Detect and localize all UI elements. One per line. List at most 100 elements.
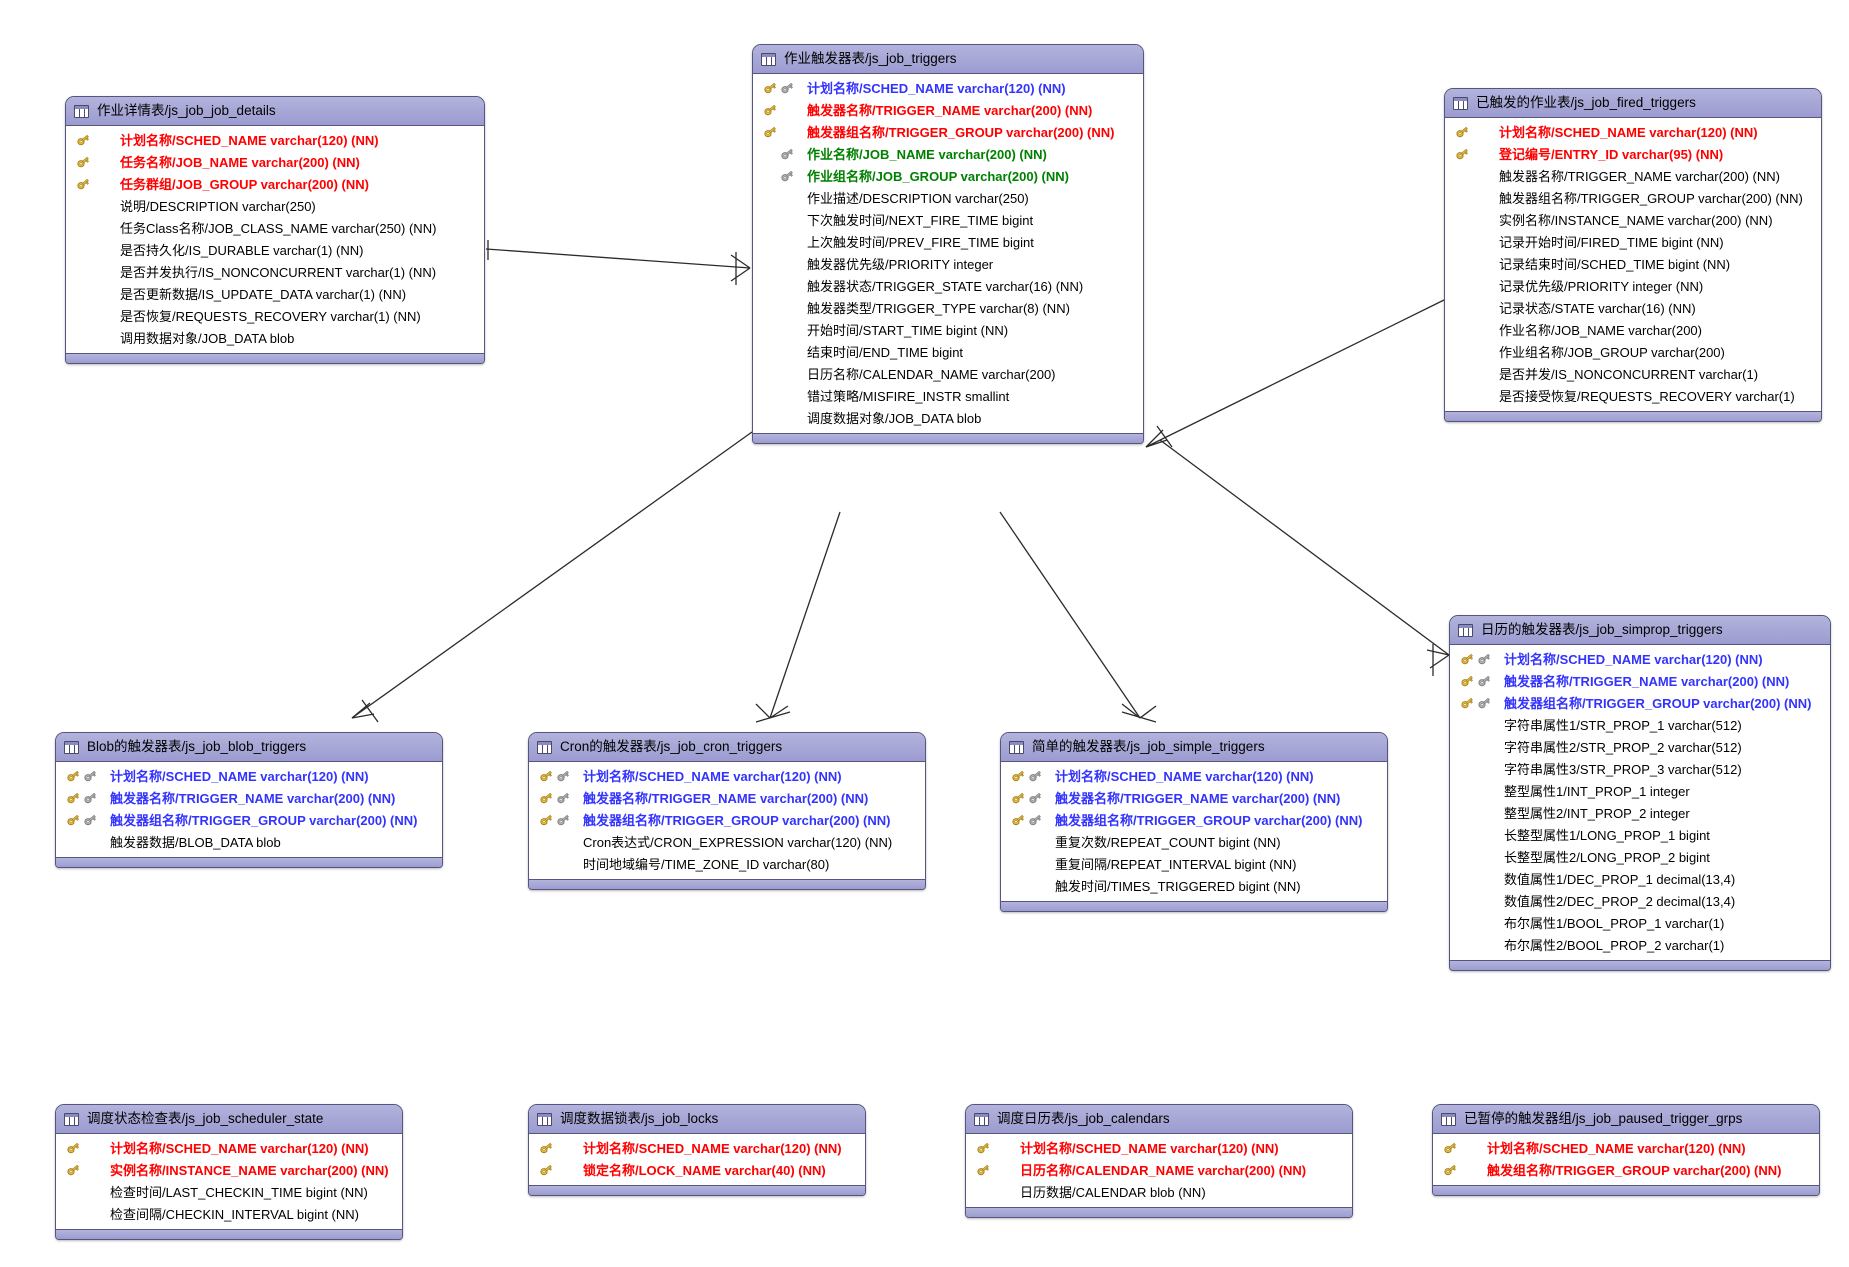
field-row[interactable]: 作业组名称/JOB_GROUP varchar(200) [1445,341,1821,363]
field-row[interactable]: 登记编号/ENTRY_ID varchar(95) (NN) [1445,143,1821,165]
field-row[interactable]: 触发器名称/TRIGGER_NAME varchar(200) (NN) [1445,165,1821,187]
field-row[interactable]: 实例名称/INSTANCE_NAME varchar(200) (NN) [1445,209,1821,231]
field-row[interactable]: 计划名称/SCHED_NAME varchar(120) (NN) [1450,648,1830,670]
field-row[interactable]: 记录开始时间/FIRED_TIME bigint (NN) [1445,231,1821,253]
entity-js_job_triggers[interactable]: 作业触发器表/js_job_triggers 计划名称/SCHED_NAME va… [752,44,1144,444]
field-row[interactable]: 检查间隔/CHECKIN_INTERVAL bigint (NN) [56,1203,402,1225]
field-row[interactable]: 计划名称/SCHED_NAME varchar(120) (NN) [966,1137,1352,1159]
field-row[interactable]: 作业名称/JOB_NAME varchar(200) [1445,319,1821,341]
field-row[interactable]: 检查时间/LAST_CHECKIN_TIME bigint (NN) [56,1181,402,1203]
entity-js_job_cron_triggers[interactable]: Cron的触发器表/js_job_cron_triggers 计划名称/SCHED… [528,732,926,890]
field-row[interactable]: 触发时间/TIMES_TRIGGERED bigint (NN) [1001,875,1387,897]
field-row[interactable]: 重复次数/REPEAT_COUNT bigint (NN) [1001,831,1387,853]
field-row[interactable]: 记录结束时间/SCHED_TIME bigint (NN) [1445,253,1821,275]
field-row[interactable]: 任务名称/JOB_NAME varchar(200) (NN) [66,151,484,173]
field-row[interactable]: 时间地域编号/TIME_ZONE_ID varchar(80) [529,853,925,875]
field-row[interactable]: 错过策略/MISFIRE_INSTR smallint [753,385,1143,407]
entity-header-js_job_calendars[interactable]: 调度日历表/js_job_calendars [966,1105,1352,1134]
field-row[interactable]: 整型属性1/INT_PROP_1 integer [1450,780,1830,802]
field-row[interactable]: 是否接受恢复/REQUESTS_RECOVERY varchar(1) [1445,385,1821,407]
entity-js_job_simprop_triggers[interactable]: 日历的触发器表/js_job_simprop_triggers 计划名称/SCHE… [1449,615,1831,971]
field-row[interactable]: 触发器优先级/PRIORITY integer [753,253,1143,275]
field-row[interactable]: 触发器组名称/TRIGGER_GROUP varchar(200) (NN) [56,809,442,831]
entity-header-js_job_blob_triggers[interactable]: Blob的触发器表/js_job_blob_triggers [56,733,442,762]
entity-js_job_calendars[interactable]: 调度日历表/js_job_calendars 计划名称/SCHED_NAME va… [965,1104,1353,1218]
field-row[interactable]: 下次触发时间/NEXT_FIRE_TIME bigint [753,209,1143,231]
entity-header-js_job_scheduler_state[interactable]: 调度状态检查表/js_job_scheduler_state [56,1105,402,1134]
field-row[interactable]: 计划名称/SCHED_NAME varchar(120) (NN) [56,765,442,787]
field-row[interactable]: 整型属性2/INT_PROP_2 integer [1450,802,1830,824]
entity-js_job_scheduler_state[interactable]: 调度状态检查表/js_job_scheduler_state 计划名称/SCHED… [55,1104,403,1240]
entity-js_job_fired_triggers[interactable]: 已触发的作业表/js_job_fired_triggers 计划名称/SCHED_… [1444,88,1822,422]
field-row[interactable]: 日历数据/CALENDAR blob (NN) [966,1181,1352,1203]
field-row[interactable]: 字符串属性2/STR_PROP_2 varchar(512) [1450,736,1830,758]
field-row[interactable]: 任务群组/JOB_GROUP varchar(200) (NN) [66,173,484,195]
field-row[interactable]: 布尔属性1/BOOL_PROP_1 varchar(1) [1450,912,1830,934]
field-row[interactable]: 日历名称/CALENDAR_NAME varchar(200) [753,363,1143,385]
entity-js_job_locks[interactable]: 调度数据锁表/js_job_locks 计划名称/SCHED_NAME varch… [528,1104,866,1196]
field-row[interactable]: 记录优先级/PRIORITY integer (NN) [1445,275,1821,297]
field-row[interactable]: 说明/DESCRIPTION varchar(250) [66,195,484,217]
entity-header-js_job_fired_triggers[interactable]: 已触发的作业表/js_job_fired_triggers [1445,89,1821,118]
entity-header-js_job_locks[interactable]: 调度数据锁表/js_job_locks [529,1105,865,1134]
entity-js_job_blob_triggers[interactable]: Blob的触发器表/js_job_blob_triggers 计划名称/SCHED… [55,732,443,868]
field-row[interactable]: 触发器名称/TRIGGER_NAME varchar(200) (NN) [529,787,925,809]
field-row[interactable]: 重复间隔/REPEAT_INTERVAL bigint (NN) [1001,853,1387,875]
field-row[interactable]: 长整型属性1/LONG_PROP_1 bigint [1450,824,1830,846]
field-row[interactable]: 触发器组名称/TRIGGER_GROUP varchar(200) (NN) [529,809,925,831]
field-row[interactable]: 任务Class名称/JOB_CLASS_NAME varchar(250) (N… [66,217,484,239]
field-row[interactable]: 计划名称/SCHED_NAME varchar(120) (NN) [1001,765,1387,787]
field-row[interactable]: 日历名称/CALENDAR_NAME varchar(200) (NN) [966,1159,1352,1181]
field-row[interactable]: 是否持久化/IS_DURABLE varchar(1) (NN) [66,239,484,261]
field-row[interactable]: 记录状态/STATE varchar(16) (NN) [1445,297,1821,319]
field-row[interactable]: 字符串属性1/STR_PROP_1 varchar(512) [1450,714,1830,736]
field-row[interactable]: 计划名称/SCHED_NAME varchar(120) (NN) [753,77,1143,99]
entity-header-js_job_triggers[interactable]: 作业触发器表/js_job_triggers [753,45,1143,74]
field-row[interactable]: 作业组名称/JOB_GROUP varchar(200) (NN) [753,165,1143,187]
field-row[interactable]: 布尔属性2/BOOL_PROP_2 varchar(1) [1450,934,1830,956]
field-row[interactable]: 触发器数据/BLOB_DATA blob [56,831,442,853]
field-row[interactable]: 触发器名称/TRIGGER_NAME varchar(200) (NN) [1450,670,1830,692]
field-row[interactable]: 字符串属性3/STR_PROP_3 varchar(512) [1450,758,1830,780]
field-row[interactable]: 是否更新数据/IS_UPDATE_DATA varchar(1) (NN) [66,283,484,305]
field-row[interactable]: 计划名称/SCHED_NAME varchar(120) (NN) [1433,1137,1819,1159]
field-row[interactable]: 触发器组名称/TRIGGER_GROUP varchar(200) (NN) [1445,187,1821,209]
field-row[interactable]: 触发组名称/TRIGGER_GROUP varchar(200) (NN) [1433,1159,1819,1181]
entity-header-js_job_job_details[interactable]: 作业详情表/js_job_job_details [66,97,484,126]
field-row[interactable]: 数值属性2/DEC_PROP_2 decimal(13,4) [1450,890,1830,912]
field-row[interactable]: 上次触发时间/PREV_FIRE_TIME bigint [753,231,1143,253]
field-row[interactable]: 作业描述/DESCRIPTION varchar(250) [753,187,1143,209]
field-row[interactable]: 是否并发/IS_NONCONCURRENT varchar(1) [1445,363,1821,385]
field-row[interactable]: 触发器名称/TRIGGER_NAME varchar(200) (NN) [56,787,442,809]
field-row[interactable]: 计划名称/SCHED_NAME varchar(120) (NN) [1445,121,1821,143]
entity-js_job_paused_trigger_grps[interactable]: 已暂停的触发器组/js_job_paused_trigger_grps 计划名称/… [1432,1104,1820,1196]
field-row[interactable]: Cron表达式/CRON_EXPRESSION varchar(120) (NN… [529,831,925,853]
field-row[interactable]: 是否并发执行/IS_NONCONCURRENT varchar(1) (NN) [66,261,484,283]
field-row[interactable]: 触发器组名称/TRIGGER_GROUP varchar(200) (NN) [1450,692,1830,714]
field-row[interactable]: 触发器名称/TRIGGER_NAME varchar(200) (NN) [1001,787,1387,809]
field-row[interactable]: 触发器名称/TRIGGER_NAME varchar(200) (NN) [753,99,1143,121]
entity-header-js_job_simprop_triggers[interactable]: 日历的触发器表/js_job_simprop_triggers [1450,616,1830,645]
field-row[interactable]: 锁定名称/LOCK_NAME varchar(40) (NN) [529,1159,865,1181]
entity-header-js_job_paused_trigger_grps[interactable]: 已暂停的触发器组/js_job_paused_trigger_grps [1433,1105,1819,1134]
field-row[interactable]: 计划名称/SCHED_NAME varchar(120) (NN) [529,765,925,787]
entity-header-js_job_cron_triggers[interactable]: Cron的触发器表/js_job_cron_triggers [529,733,925,762]
field-row[interactable]: 计划名称/SCHED_NAME varchar(120) (NN) [56,1137,402,1159]
field-row[interactable]: 计划名称/SCHED_NAME varchar(120) (NN) [529,1137,865,1159]
entity-js_job_simple_triggers[interactable]: 简单的触发器表/js_job_simple_triggers 计划名称/SCHED… [1000,732,1388,912]
field-row[interactable]: 开始时间/START_TIME bigint (NN) [753,319,1143,341]
field-row[interactable]: 调度数据对象/JOB_DATA blob [753,407,1143,429]
field-row[interactable]: 作业名称/JOB_NAME varchar(200) (NN) [753,143,1143,165]
field-row[interactable]: 结束时间/END_TIME bigint [753,341,1143,363]
field-row[interactable]: 触发器状态/TRIGGER_STATE varchar(16) (NN) [753,275,1143,297]
field-row[interactable]: 长整型属性2/LONG_PROP_2 bigint [1450,846,1830,868]
field-row[interactable]: 调用数据对象/JOB_DATA blob [66,327,484,349]
field-row[interactable]: 是否恢复/REQUESTS_RECOVERY varchar(1) (NN) [66,305,484,327]
entity-header-js_job_simple_triggers[interactable]: 简单的触发器表/js_job_simple_triggers [1001,733,1387,762]
entity-js_job_job_details[interactable]: 作业详情表/js_job_job_details 计划名称/SCHED_NAME … [65,96,485,364]
field-row[interactable]: 计划名称/SCHED_NAME varchar(120) (NN) [66,129,484,151]
field-row[interactable]: 触发器组名称/TRIGGER_GROUP varchar(200) (NN) [753,121,1143,143]
field-row[interactable]: 触发器类型/TRIGGER_TYPE varchar(8) (NN) [753,297,1143,319]
field-row[interactable]: 实例名称/INSTANCE_NAME varchar(200) (NN) [56,1159,402,1181]
field-row[interactable]: 数值属性1/DEC_PROP_1 decimal(13,4) [1450,868,1830,890]
